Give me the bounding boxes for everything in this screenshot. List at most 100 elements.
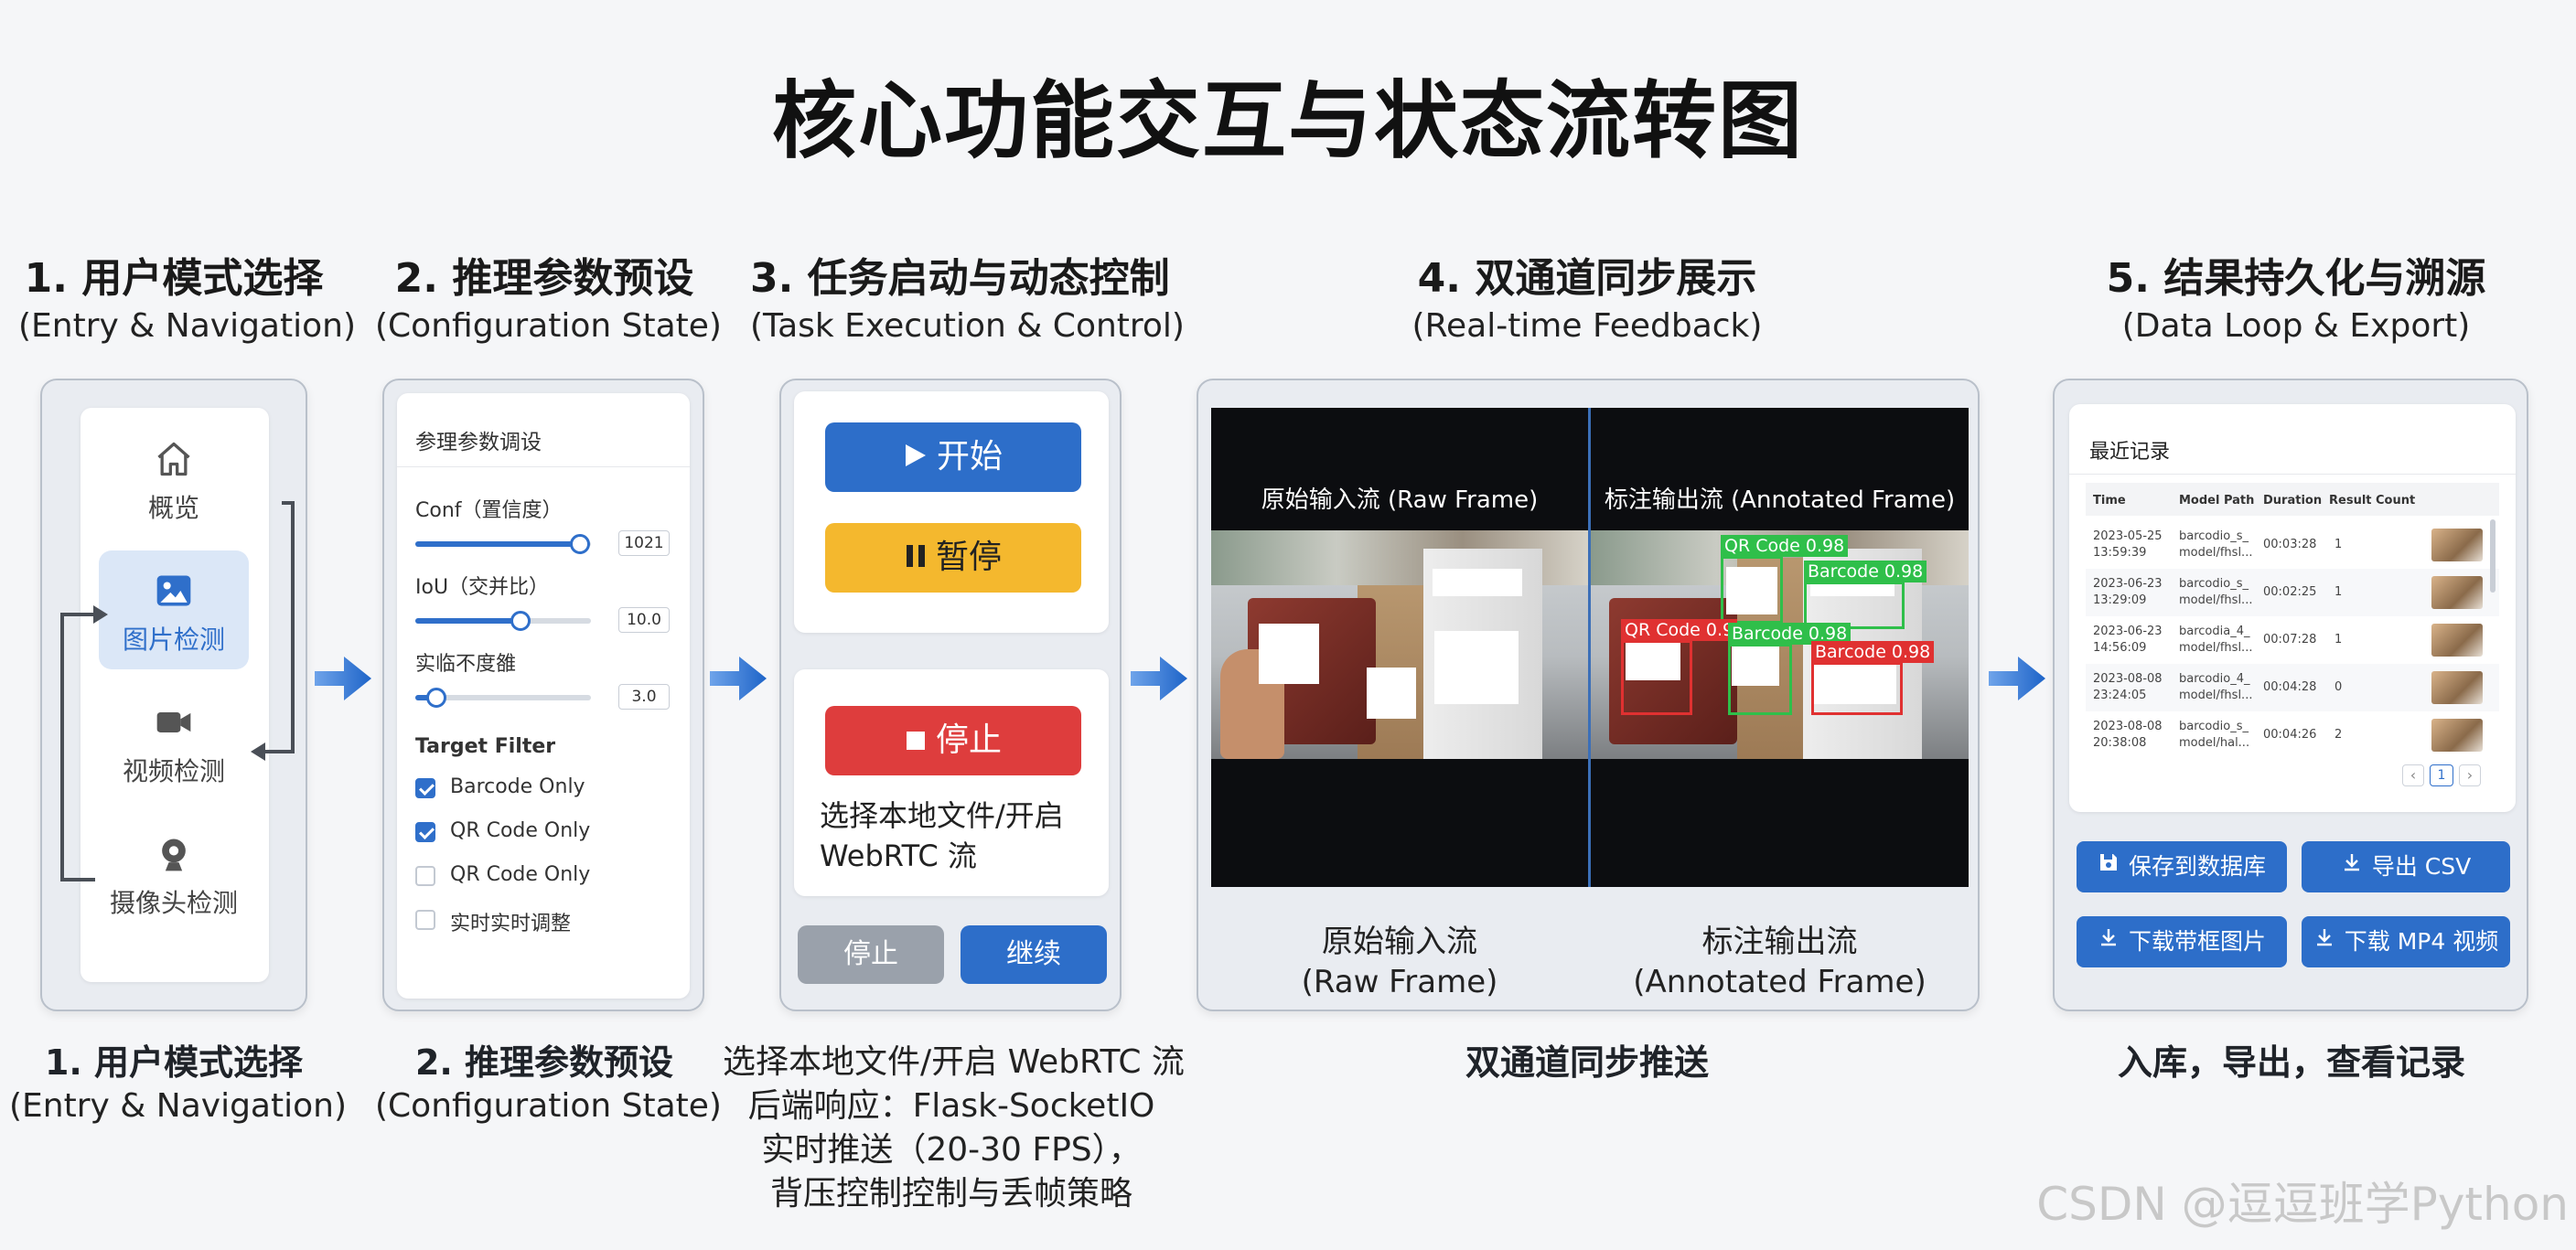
iou-input[interactable]: 10.0: [618, 607, 670, 633]
play-icon: [904, 423, 928, 493]
annotated-frame-header: 标注输出流 (Annotated Frame): [1604, 486, 1956, 514]
feedback-panel: 原始输入流 (Raw Frame) 标注输出流 (Annotated Frame…: [1197, 379, 1980, 1011]
table-cell: barcodio_s_: [2179, 577, 2249, 591]
stage-1-subtitle: (Entry & Navigation): [18, 307, 356, 345]
iou-slider[interactable]: [415, 611, 591, 631]
pager-next-button[interactable]: ›: [2459, 764, 2481, 786]
table-cell: 00:04:28: [2263, 680, 2317, 694]
detection-label: Barcode 0.98: [1728, 623, 1852, 645]
navigation-panel: 概览 图片检测 视频检测 摄像头检测: [40, 379, 307, 1011]
table-cell: barcodio_s_: [2179, 529, 2249, 543]
slider-handle[interactable]: [510, 611, 531, 631]
checkbox-label: QR Code Only: [450, 819, 591, 842]
result-thumbnail[interactable]: [2431, 529, 2483, 561]
save-to-database-button[interactable]: 保存到数据库: [2077, 841, 2287, 892]
checkbox-label: 实时实时调整: [450, 913, 572, 935]
result-thumbnail[interactable]: [2431, 719, 2483, 752]
flow-arrow-icon: [710, 657, 767, 700]
table-cell: barcodio_s_: [2179, 720, 2249, 733]
stage-3-title: 3. 任务启动与动态控制: [750, 255, 1170, 302]
nav-item-label: 图片检测: [122, 625, 225, 655]
caption-stage-2: 2. 推理参数预设 (Configuration State): [375, 1042, 722, 1125]
detection-label: QR Code 0.9: [1621, 619, 1738, 641]
save-icon: [2098, 840, 2120, 892]
nav-item-video-detect[interactable]: 视频检测: [99, 682, 249, 801]
table-cell: 2023-06-23: [2093, 625, 2163, 638]
detection-box-barcode: Barcode 0.98: [1804, 561, 1927, 629]
conf-slider[interactable]: [415, 534, 591, 554]
table-cell: 1: [2334, 633, 2343, 646]
export-csv-button[interactable]: 导出 CSV: [2302, 841, 2510, 892]
nav-item-label: 概览: [147, 493, 199, 523]
stage-2-title: 2. 推理参数预设: [394, 255, 694, 302]
stop-button-label: 停止: [935, 721, 1002, 759]
start-button[interactable]: 开始: [825, 422, 1081, 492]
slider-handle[interactable]: [426, 688, 447, 708]
run-control-card: 开始 暂停: [794, 391, 1109, 633]
stage-1-heading: 1. 用户模式选择 (Entry & Navigation): [18, 254, 356, 349]
download-icon: [2098, 915, 2120, 967]
table-cell: model/fhsl...: [2179, 641, 2253, 655]
video-camera-icon: [156, 712, 191, 732]
table-cell: 2023-08-08: [2093, 672, 2163, 686]
stage-2-heading: 2. 推理参数预设 (Configuration State): [375, 254, 722, 349]
stage-5-subtitle: (Data Loop & Export): [2121, 307, 2471, 345]
caption-stage-1: 1. 用户模式选择 (Entry & Navigation): [9, 1042, 347, 1125]
table-scrollbar[interactable]: [2490, 519, 2496, 593]
nav-item-image-detect[interactable]: 图片检测: [99, 550, 249, 669]
table-header-row: [2086, 483, 2499, 516]
table-cell: barcodia_4_: [2179, 625, 2250, 638]
download-annotated-image-button[interactable]: 下载带框图片: [2077, 916, 2287, 967]
slider-handle[interactable]: [570, 534, 591, 554]
table-cell: 13:29:09: [2093, 593, 2147, 607]
table-cell: 0: [2334, 680, 2343, 694]
caption-stage-4: 双通道同步推送: [1465, 1042, 1709, 1083]
checkbox-label: QR Code Only: [450, 863, 591, 886]
checkbox-label: Barcode Only: [450, 775, 585, 798]
barcode-only-checkbox[interactable]: [415, 778, 435, 798]
pause-button[interactable]: 暂停: [825, 523, 1081, 593]
stage-5-title: 5. 结果持久化与溯源: [2106, 255, 2486, 302]
conf-input[interactable]: 1021: [618, 530, 670, 556]
parameter-heading: 参理参数调设: [415, 431, 542, 454]
download-mp4-button[interactable]: 下载 MP4 视频: [2302, 916, 2510, 967]
stop-small-button[interactable]: 停止: [798, 925, 944, 984]
realtime-adjust-checkbox[interactable]: [415, 910, 435, 930]
source-selection-text: 选择本地文件/开启 WebRTC 流: [820, 798, 1064, 873]
nav-item-webcam-detect[interactable]: 摄像头检测: [99, 814, 249, 933]
control-panel: 开始 暂停 停止 选择本地文件/开启 WebRTC 流 停止 继续: [779, 379, 1122, 1011]
diagram-title: 核心功能交互与状态流转图: [771, 72, 1804, 170]
dual-stream-viewer: 原始输入流 (Raw Frame) 标注输出流 (Annotated Frame…: [1211, 408, 1969, 887]
third-param-slider[interactable]: [415, 688, 591, 708]
result-thumbnail[interactable]: [2431, 576, 2483, 609]
detection-box-barcode-2: Barcode 0.98: [1728, 623, 1852, 715]
pause-button-label: 暂停: [935, 539, 1002, 576]
column-header: Result Count: [2329, 494, 2416, 507]
table-cell: 2023-06-23: [2093, 577, 2163, 591]
pager-page-button[interactable]: 1: [2430, 764, 2453, 786]
qr-code-only-checkbox-2[interactable]: [415, 866, 435, 886]
sidebar: 概览 图片检测 视频检测 摄像头检测: [80, 408, 269, 982]
pager-prev-button[interactable]: ‹: [2402, 764, 2424, 786]
navigation-loop-connector: [60, 501, 295, 881]
nav-item-overview[interactable]: 概览: [99, 419, 249, 538]
table-cell: model/fhsl...: [2179, 546, 2253, 560]
third-param-input[interactable]: 3.0: [618, 684, 670, 710]
resume-button[interactable]: 继续: [961, 925, 1107, 984]
qr-code-only-checkbox[interactable]: [415, 822, 435, 842]
stream-divider: [1588, 408, 1591, 887]
button-label: 保存到数据库: [2128, 853, 2266, 880]
column-header: Time: [2093, 494, 2126, 507]
detection-box-barcode-red: Barcode 0.98: [1811, 641, 1935, 715]
stop-button[interactable]: 停止: [825, 706, 1081, 775]
column-header: Model Path: [2179, 494, 2255, 507]
table-cell: 1: [2334, 585, 2343, 599]
result-thumbnail[interactable]: [2431, 624, 2483, 657]
stop-control-card: 停止 选择本地文件/开启 WebRTC 流: [794, 669, 1109, 896]
result-thumbnail[interactable]: [2431, 671, 2483, 704]
